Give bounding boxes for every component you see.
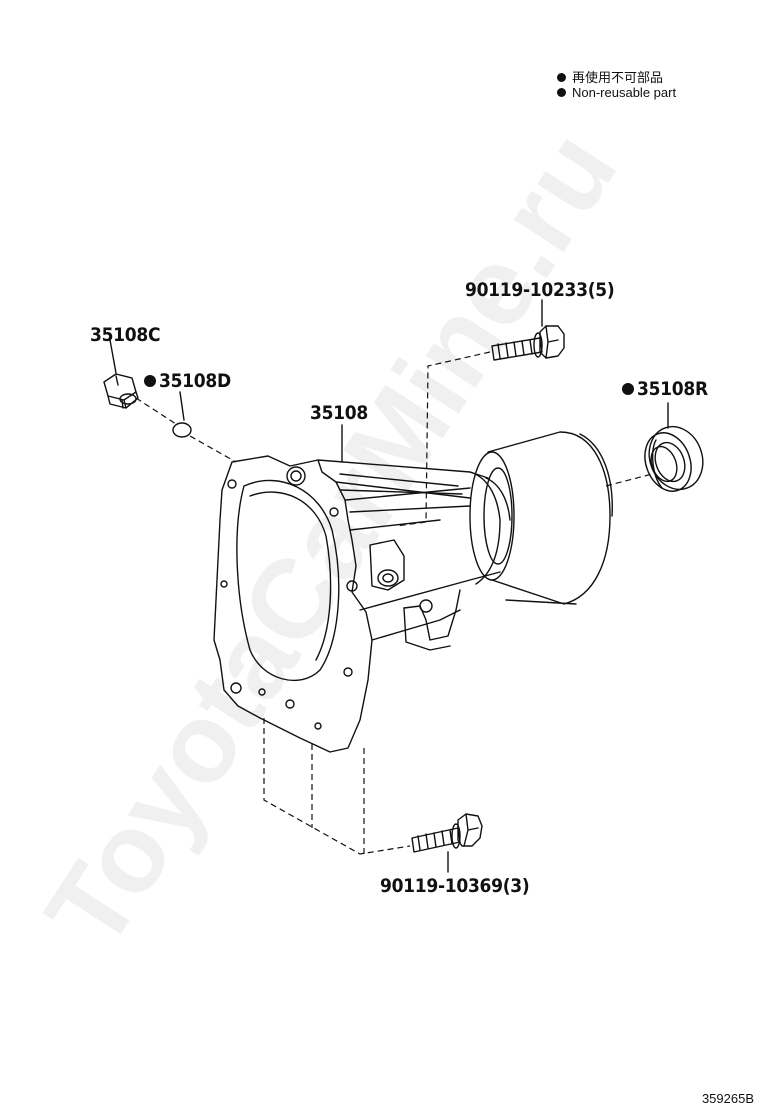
extension-housing-drawing (213, 455, 511, 753)
gasket-drawing (172, 422, 192, 438)
part-label-oil-seal[interactable]: 35108R (622, 378, 708, 400)
drain-plug-drawing (103, 373, 139, 409)
part-label-oil-seal-text: 35108R (637, 378, 708, 400)
oil-seal-drawing (644, 425, 704, 492)
lower-bolt-drawing (411, 813, 483, 853)
part-label-drain-plug[interactable]: 35108C (90, 324, 161, 346)
part-label-lower-bolt[interactable]: 90119-10369(3) (380, 875, 530, 897)
part-label-gasket[interactable]: 35108D (144, 370, 231, 392)
non-reusable-bullet-icon (144, 375, 156, 387)
rear-drum-drawing (469, 431, 613, 605)
bullet-icon (557, 88, 566, 97)
figure-number: 359265B (701, 1091, 754, 1106)
part-label-housing[interactable]: 35108 (310, 402, 368, 424)
legend-en: Non-reusable part (557, 85, 676, 100)
part-label-upper-bolt[interactable]: 90119-10233(5) (465, 279, 615, 301)
upper-bolt-drawing (491, 325, 565, 361)
legend-jp-text: 再使用不可部品 (572, 70, 664, 85)
legend-jp: 再使用不可部品 (557, 67, 663, 86)
non-reusable-bullet-icon (622, 383, 634, 395)
bullet-icon (557, 73, 566, 82)
part-label-gasket-text: 35108D (159, 370, 231, 392)
legend-en-text: Non-reusable part (572, 85, 677, 100)
